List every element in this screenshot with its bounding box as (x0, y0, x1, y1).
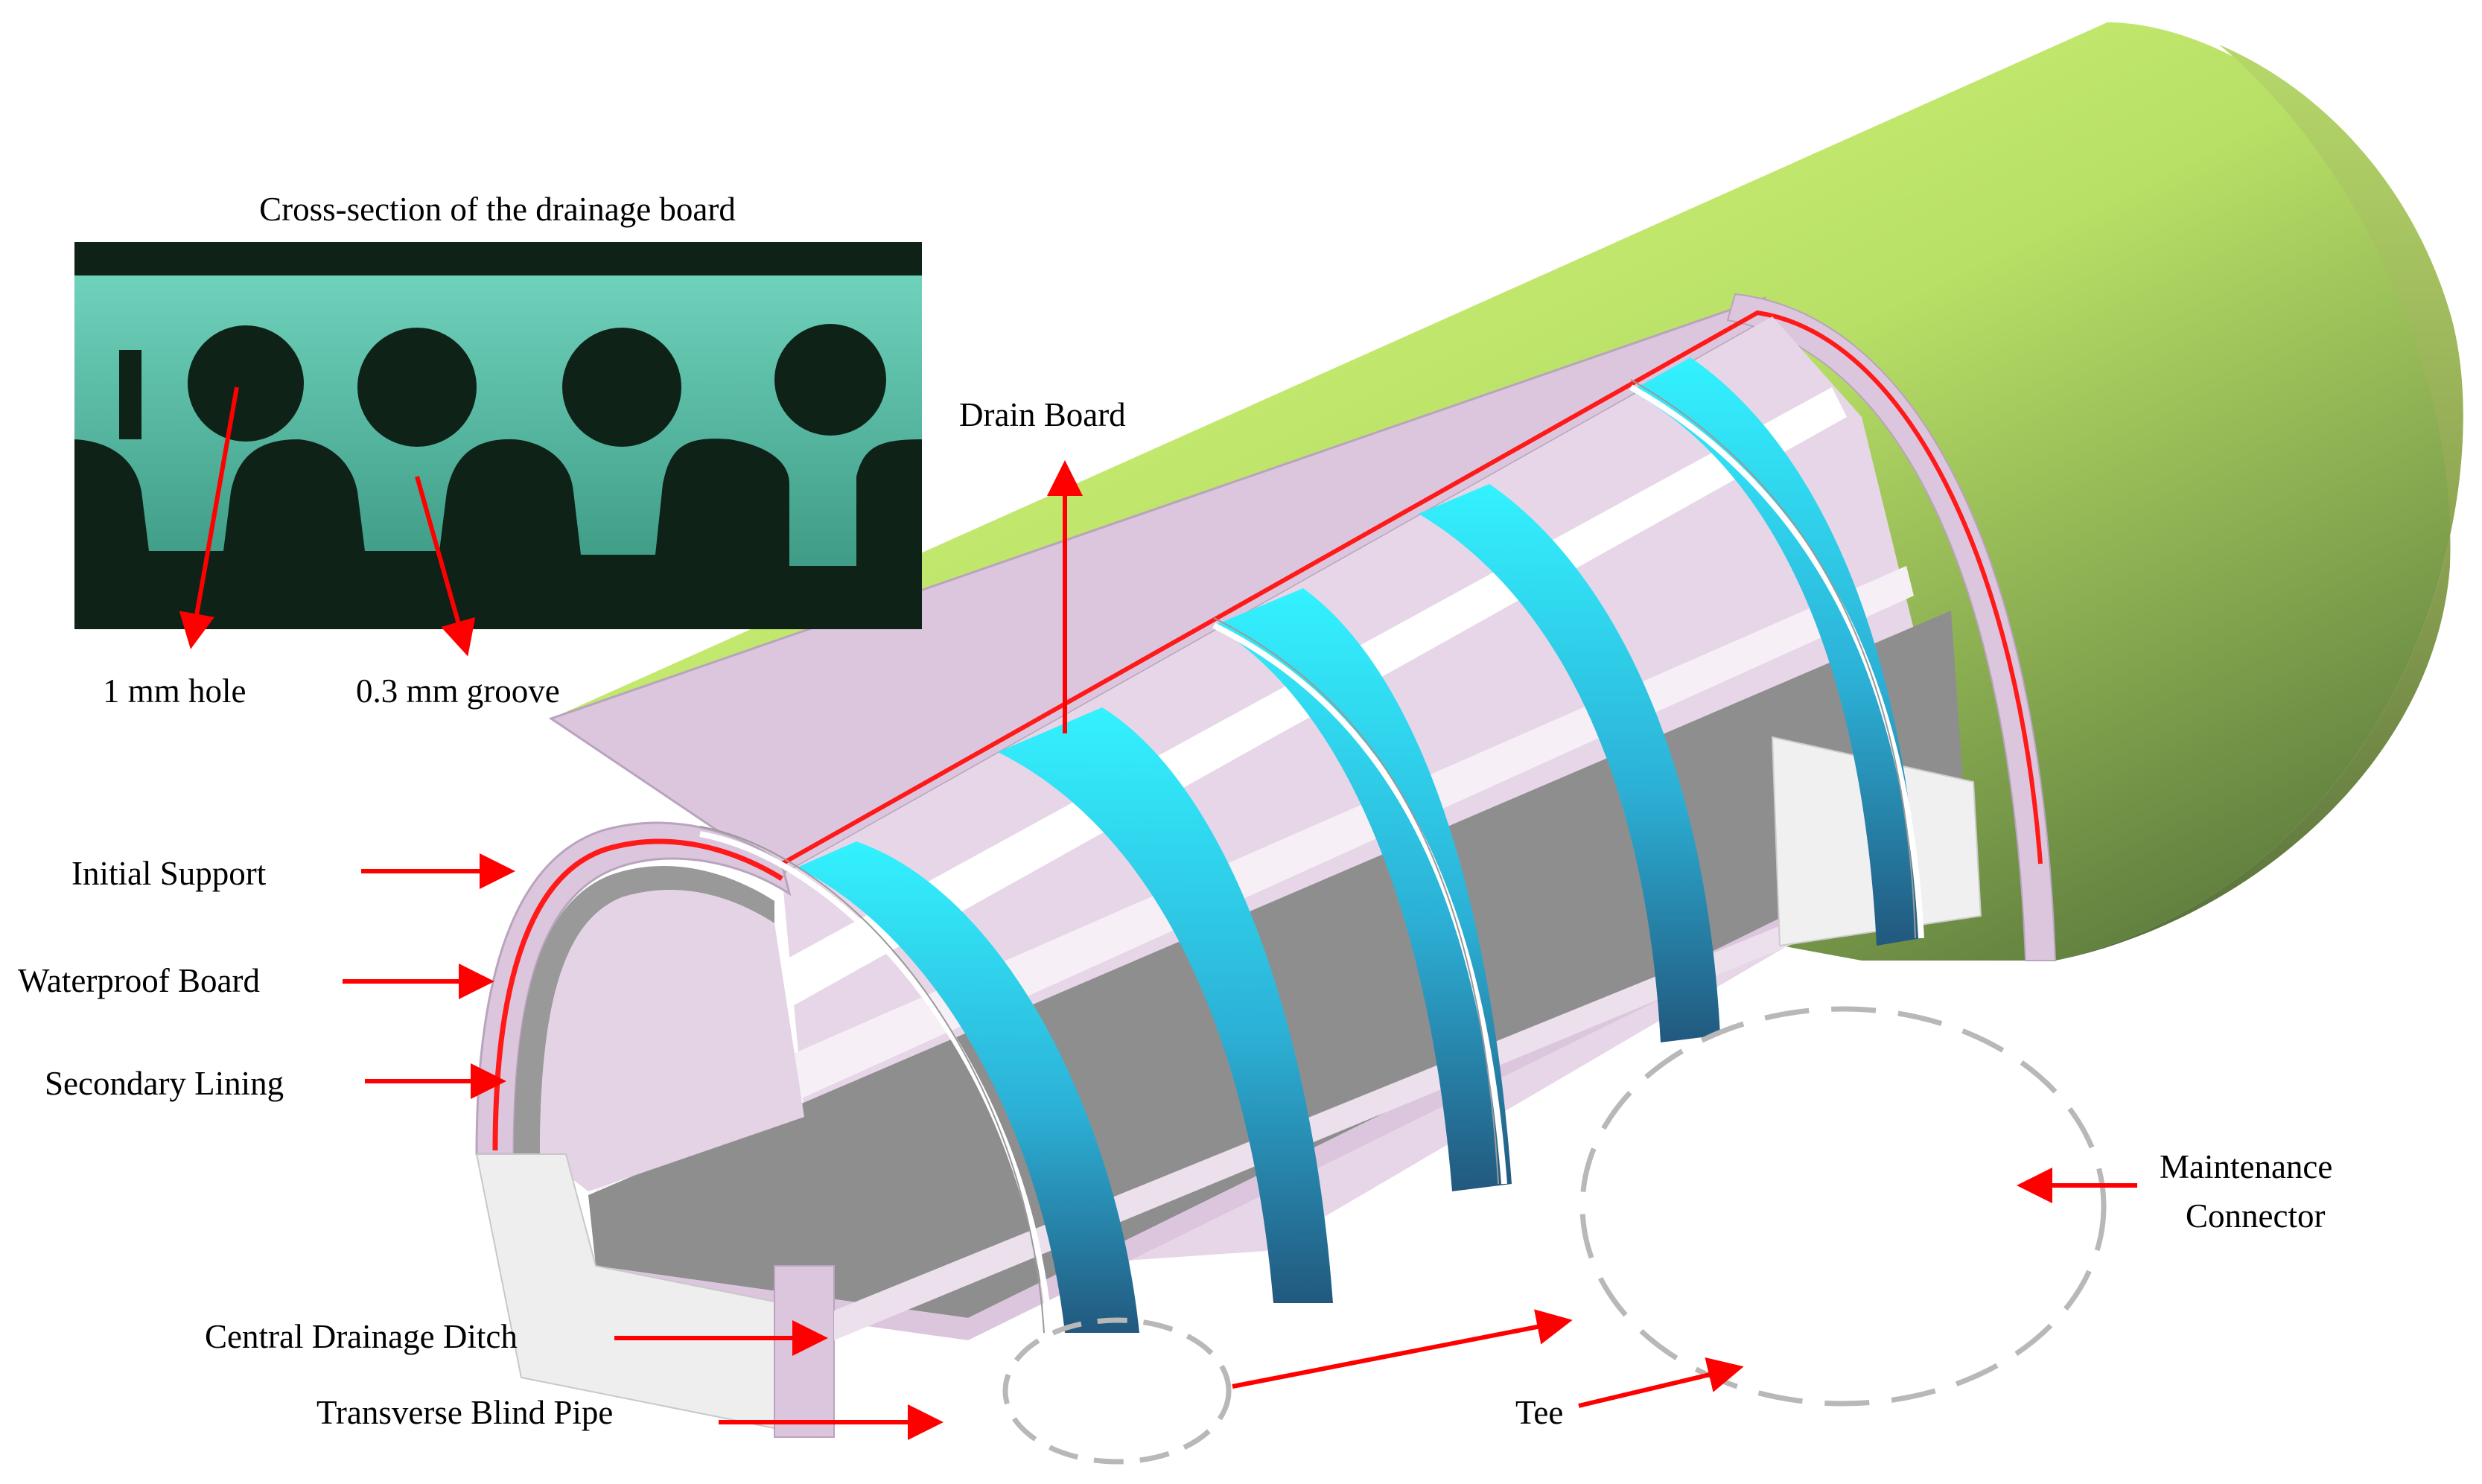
drain-board-band (998, 707, 1333, 1303)
initial-support-label: Initial Support (71, 855, 267, 892)
near-end-interior (540, 890, 804, 1191)
tee-label: Tee (1515, 1394, 1563, 1431)
near-end-waterproof (492, 838, 783, 1151)
tee-detail-circle (1002, 1317, 1232, 1465)
central-ditch (774, 1265, 835, 1438)
central-drainage-ditch-label: Central Drainage Ditch (205, 1318, 518, 1355)
groove-label: 0.3 mm groove (356, 672, 560, 710)
hole-arrow (179, 386, 239, 649)
tunnel-model (475, 22, 2463, 1465)
inset-title: Cross-section of the drainage board (259, 191, 736, 228)
tee-detail-arrow (1232, 1309, 1573, 1389)
tee-arrow (1578, 1357, 1744, 1408)
interior-strip-2 (581, 566, 1914, 1191)
transverse-pipe (1629, 384, 1924, 939)
drain-board-band (1419, 484, 1720, 1042)
transverse-pipes (699, 384, 1924, 1334)
transverse-pipe (1212, 622, 1507, 1185)
groove-arrow (415, 476, 476, 657)
transverse-pipe (699, 831, 1053, 1334)
callouts: Drain Board Initial Support Waterproof B… (18, 396, 2332, 1440)
maintenance-connector-label-line2: Connector (2186, 1197, 2325, 1235)
lining-far-ring (1726, 293, 2057, 961)
drain-board-band (1214, 588, 1512, 1191)
drain-board-label: Drain Board (959, 396, 1126, 433)
maintenance-connector-label-line1: Maintenance (2160, 1148, 2332, 1185)
secondary-lining-label: Secondary Lining (45, 1065, 284, 1102)
transverse-blind-pipe-label: Transverse Blind Pipe (316, 1394, 613, 1431)
hole-label: 1 mm hole (103, 672, 246, 710)
waterproof-line-top (780, 310, 2043, 866)
near-end-secondary (514, 865, 774, 1154)
maintenance-detail-circle (1579, 1006, 2107, 1407)
waterproof-board-label: Waterproof Board (18, 962, 260, 999)
inset-holes (119, 324, 886, 447)
drainage-board-inset: Cross-section of the drainage board 1 mm… (74, 191, 922, 710)
drain-board-band (797, 841, 1139, 1333)
floor-edge (596, 827, 1966, 1340)
